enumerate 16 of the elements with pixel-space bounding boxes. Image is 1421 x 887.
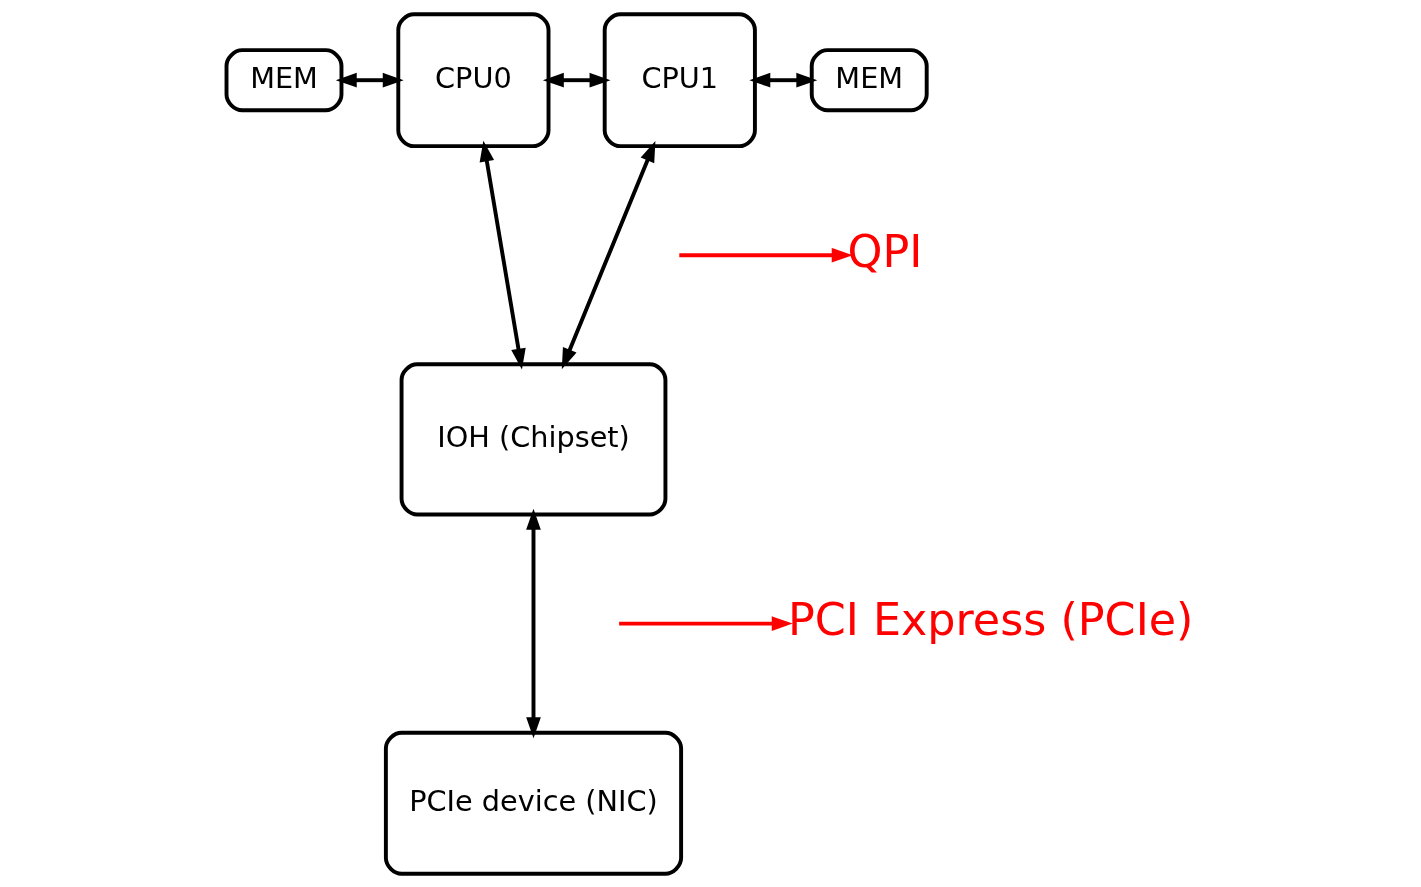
arrow [335, 72, 404, 88]
node-box: PCIe device (NIC) [383, 730, 684, 876]
arrow [561, 140, 656, 369]
node-box: MEM [809, 47, 929, 112]
arrow [526, 508, 541, 738]
node-box: CPU1 [602, 11, 757, 148]
node-text: PCI Express (PCIe) [788, 593, 1194, 645]
arrow [619, 615, 793, 631]
node-text: QPI [847, 225, 923, 277]
arrow [749, 72, 818, 88]
node-box: CPU0 [396, 11, 551, 148]
node-box: IOH (Chipset) [399, 361, 668, 516]
arrow [679, 247, 853, 263]
node-box: MEM [224, 47, 344, 112]
arrow [542, 72, 611, 88]
arrow [479, 140, 526, 370]
